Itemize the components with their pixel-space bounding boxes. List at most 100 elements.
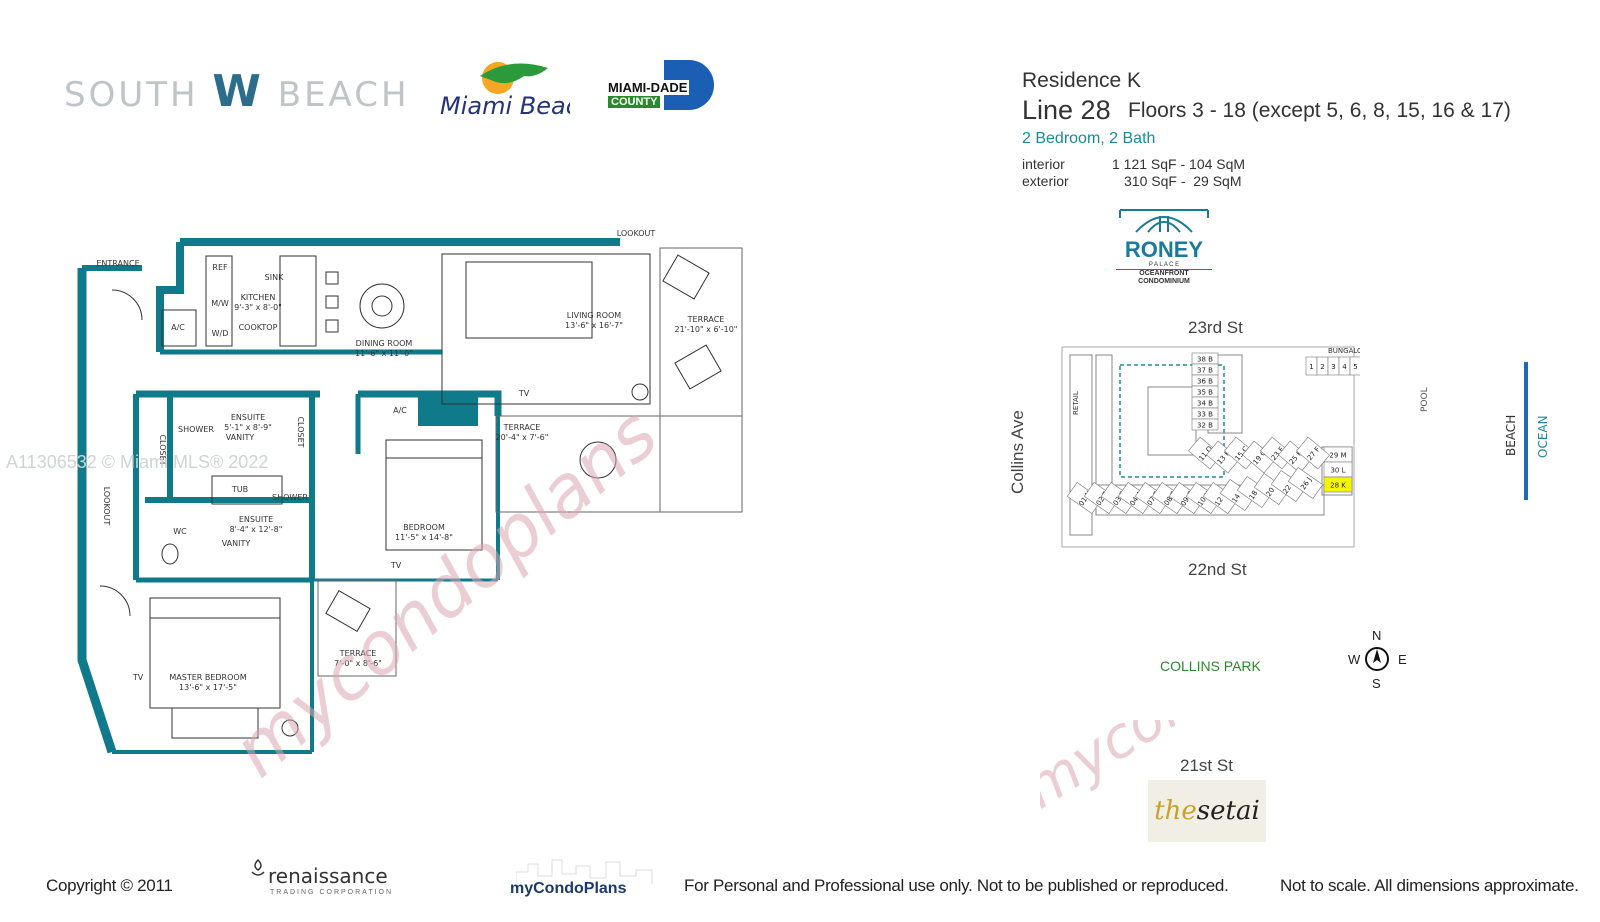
unit-34b-label: 34 B [1197, 400, 1213, 408]
unit-32b: 32 B [1191, 418, 1219, 431]
label-dining: DINING ROOM [356, 339, 413, 348]
interior-value: 1 121 SqF - 104 SqM [1112, 156, 1246, 172]
label-lookout-top: LOOKOUT [617, 229, 656, 238]
bungalow-3: 3 [1327, 356, 1340, 376]
unit-09g: 09 G [1168, 482, 1205, 514]
roney-emblem-icon [1119, 209, 1209, 233]
tower-units: 38 B 37 B 36 B 35 B 34 B 33 B 32 B [1191, 352, 1219, 431]
unit-38b: 38 B [1191, 352, 1219, 365]
unit-36b-label: 36 B [1197, 378, 1213, 386]
beach-label: BEACH [1504, 414, 1518, 456]
label-vanity2: VANITY [222, 539, 251, 548]
roney-name: RONEY [1124, 237, 1204, 262]
compass-e: E [1398, 652, 1407, 667]
unit-28k: 28 K [1323, 476, 1353, 493]
compass-n: N [1372, 628, 1382, 643]
label-terrace3-dim: 7'-0" x 8'-6" [334, 659, 382, 668]
label-bedroom-dim: 11'-5" x 14'-8" [395, 533, 453, 542]
label-shower1: SHOWER [178, 425, 214, 434]
ocean-label: OCEAN [1536, 415, 1550, 458]
renaissance-icon [251, 858, 265, 876]
miami-beach-logo: Miami Beach [440, 62, 570, 120]
unit-38b-label: 38 B [1197, 356, 1213, 364]
setai-the: the [1154, 796, 1197, 826]
footer-not-to-scale: Not to scale. All dimensions approximate… [1280, 876, 1579, 895]
label-vanity1: VANITY [226, 433, 255, 442]
interior-label: interior [1022, 156, 1065, 172]
label-ensuite2: ENSUITE [239, 515, 273, 524]
bungalows-label: BUNGALOWS [1328, 347, 1360, 355]
label-master: MASTER BEDROOM [169, 673, 246, 682]
setai-name: setai [1196, 796, 1260, 826]
retail-label: RETAIL [1072, 391, 1080, 415]
unit-35b-label: 35 B [1197, 389, 1213, 397]
bungalow-4-label: 4 [1342, 363, 1347, 371]
mls-watermark: A11306532 © Miami MLS® 2022 [6, 452, 269, 472]
pool-label: POOL [1420, 387, 1430, 412]
label-closet1: CLOSET [158, 434, 167, 465]
skyline-icon [516, 859, 653, 884]
footer-personal-use: For Personal and Professional use only. … [684, 876, 1229, 895]
footer-copyright: Copyright © 2011 [46, 876, 173, 895]
south-beach-logo: SOUTH W BEACH [64, 66, 410, 117]
compass-w: W [1348, 652, 1361, 667]
label-ensuite1: ENSUITE [231, 413, 265, 422]
unit-28k-label: 28 K [1330, 482, 1346, 490]
street-23rd: 23rd St [1188, 318, 1243, 337]
label-sink: SINK [265, 273, 284, 282]
label-closet2: CLOSET [296, 416, 305, 447]
label-terrace3: TERRACE [339, 649, 377, 658]
label-kitchen: KITCHEN [241, 293, 276, 302]
unit-33b: 33 B [1191, 407, 1219, 420]
label-ensuite1-dim: 5'-1" x 8'-9" [224, 423, 272, 432]
bungalow-1-label: 1 [1309, 363, 1313, 371]
label-ensuite2-dim: 8'-4" x 12'-8" [230, 525, 283, 534]
label-tv2: TV [390, 561, 402, 570]
compass-s: S [1372, 676, 1381, 691]
bungalow-5-label: 5 [1353, 363, 1357, 371]
roney-condominium: CONDOMINIUM [1138, 278, 1190, 285]
residence-floors: Floors 3 - 18 (except 5, 6, 8, 15, 16 & … [1128, 99, 1511, 122]
label-shower2: SHOWER [272, 493, 308, 502]
mycondoplans-watermark-1: mycondoplans [217, 391, 673, 793]
footer-mycondoplans: myCondoPlans [510, 880, 627, 897]
floor-plan: ENTRANCE LOOKOUT LOOKOUT REF SINK M/W KI… [77, 229, 743, 793]
unit-35b: 35 B [1191, 385, 1219, 398]
unit-30l-label: 30 L [1330, 467, 1345, 475]
label-wc: WC [173, 527, 187, 536]
label-master-dim: 13'-6" x 17'-5" [179, 683, 237, 692]
unit-37b-label: 37 B [1197, 367, 1213, 375]
shoreline [1524, 362, 1528, 500]
exterior-label: exterior [1022, 173, 1069, 189]
label-terrace2: TERRACE [503, 423, 541, 432]
residence-bedrooms: 2 Bedroom, 2 Bath [1022, 130, 1156, 147]
unit-33b-label: 33 B [1197, 411, 1213, 419]
street-22nd: 22nd St [1188, 560, 1247, 579]
the-setai-logo: thesetai [1148, 780, 1266, 842]
bungalow-3-label: 3 [1331, 363, 1335, 371]
county-text: COUNTY [608, 96, 661, 108]
bungalow-1: 1 [1305, 356, 1318, 376]
brand-w: W [212, 66, 264, 117]
label-ac1: A/C [171, 323, 185, 332]
roney-palace-logo: RONEY P A L A C E OCEANFRONT CONDOMINIUM [1116, 206, 1212, 285]
label-tv3: TV [132, 673, 144, 682]
bungalow-5: 5 [1349, 356, 1360, 376]
unit-36b: 36 B [1191, 374, 1219, 387]
collins-ave: Collins Ave [1008, 410, 1027, 494]
unit-37b: 37 B [1191, 363, 1219, 376]
brand-south: SOUTH [64, 75, 199, 115]
residence-line: Line 28 [1022, 95, 1111, 125]
label-terrace2-dim: 20'-4" x 7'-6" [496, 433, 549, 442]
roney-palace: P A L A C E [1148, 262, 1180, 268]
label-dining-dim: 11'-6" x 11'-0" [355, 349, 413, 358]
unit-27f: 27 F [1296, 436, 1330, 470]
label-living-dim: 13'-6" x 16'-7" [565, 321, 623, 330]
label-kitchen-dim: 9'-3" x 8'-0" [234, 303, 282, 312]
residence-name: Residence K [1022, 69, 1142, 92]
label-ac2: A/C [393, 406, 407, 415]
unit-34b: 34 B [1191, 396, 1219, 409]
unit-32b-label: 32 B [1197, 422, 1213, 430]
